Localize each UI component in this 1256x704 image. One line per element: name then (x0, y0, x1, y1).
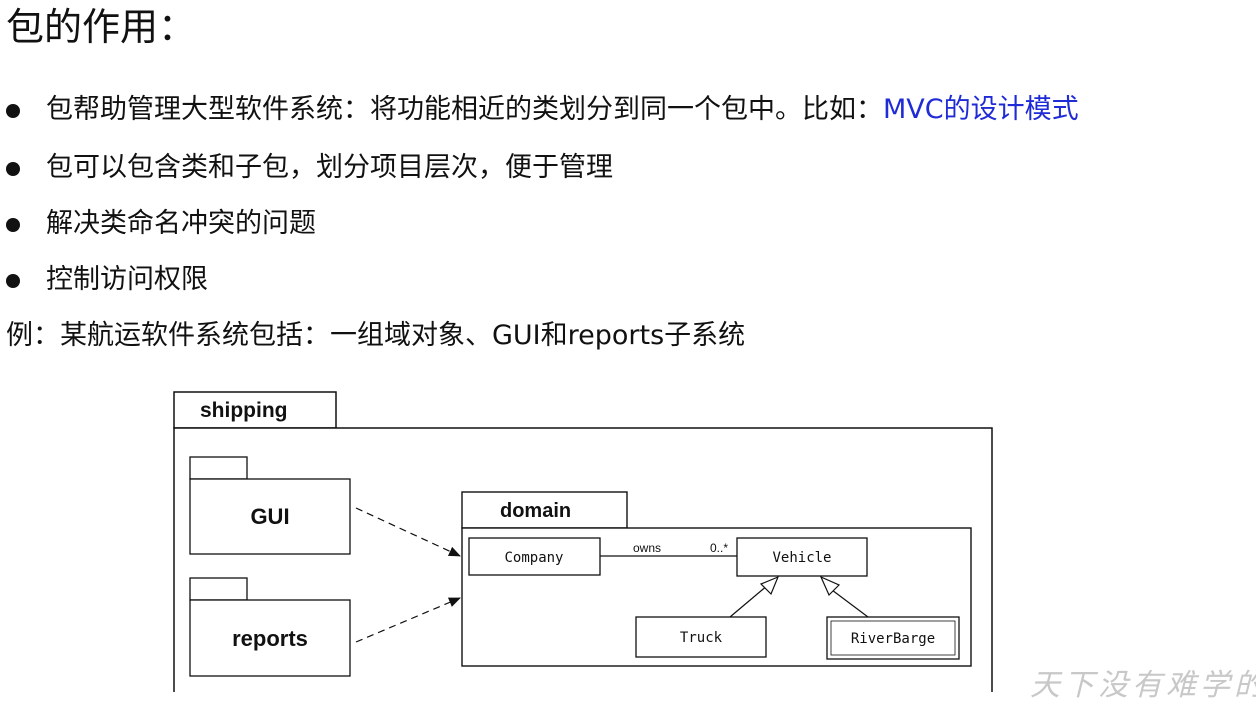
page-title: 包的作用： (6, 5, 197, 49)
example-text: 例：某航运软件系统包括：一组域对象、GUI和reports子系统 (6, 320, 746, 351)
bullet-dot-icon (6, 218, 20, 232)
generalization-arrowhead-icon (759, 575, 780, 596)
class-company-label: Company (504, 550, 563, 566)
dependency-arrow-reports (355, 597, 461, 643)
package-shipping-label: shipping (200, 399, 288, 422)
generalization-line-riverbarge (831, 589, 869, 618)
class-company: Company (468, 537, 601, 576)
bullet-text: 包可以包含类和子包，划分项目层次，便于管理 (46, 152, 613, 183)
watermark: 天下没有难学的 (1030, 668, 1256, 703)
class-riverbarge: RiverBarge (826, 616, 960, 660)
bullet-highlight: MVC的设计模式 (883, 94, 1079, 125)
bullet-text: 解决类命名冲突的问题 (46, 208, 316, 239)
generalization-line-truck (729, 584, 769, 618)
package-reports-label: reports (232, 626, 308, 651)
class-truck: Truck (635, 616, 767, 658)
class-truck-label: Truck (680, 630, 723, 646)
bullet-dot-icon (6, 274, 20, 288)
package-gui: GUI (189, 456, 351, 555)
bullet-text: 包帮助管理大型软件系统：将功能相近的类划分到同一个包中。比如： (46, 94, 883, 125)
association-multiplicity: 0..* (710, 541, 728, 555)
package-gui-label: GUI (250, 504, 289, 529)
association-label: owns (633, 541, 661, 555)
bullet-text: 控制访问权限 (46, 264, 208, 295)
package-domain-label: domain (500, 500, 571, 522)
class-riverbarge-label: RiverBarge (851, 631, 935, 647)
bullet-dot-icon (6, 162, 20, 176)
bullet-dot-icon (6, 104, 20, 118)
class-vehicle-label: Vehicle (772, 550, 831, 566)
package-reports: reports (189, 577, 351, 677)
generalization-arrowhead-icon (819, 575, 841, 597)
class-vehicle: Vehicle (736, 537, 868, 577)
